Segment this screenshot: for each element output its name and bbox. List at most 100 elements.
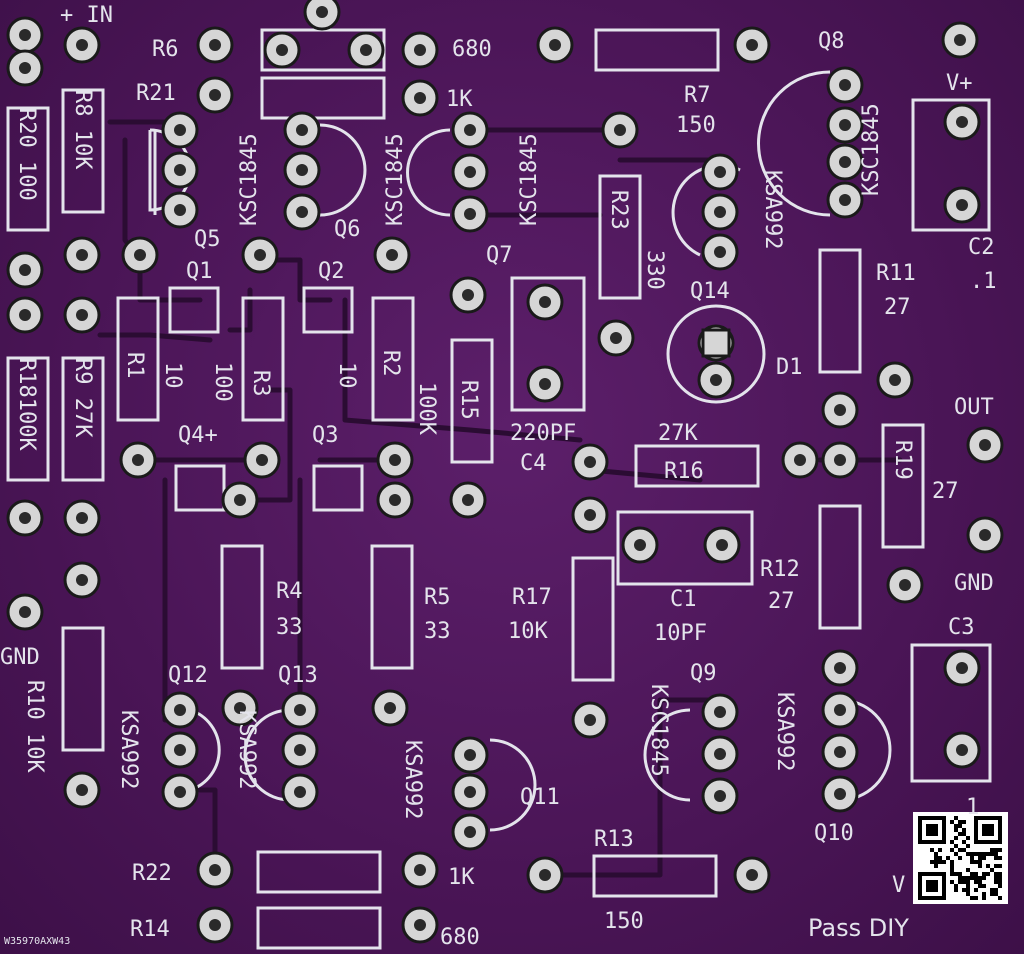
pad-hole <box>174 786 186 798</box>
qr-module <box>962 828 966 832</box>
label-c3-value: 1 <box>966 795 979 820</box>
qr-module <box>954 824 958 828</box>
pad-hole <box>209 39 221 51</box>
qr-module <box>982 896 986 900</box>
pad-hole <box>714 166 726 178</box>
qr-module <box>982 892 986 896</box>
pad-hole <box>956 116 968 128</box>
qr-module <box>998 856 1002 860</box>
label-vplus: V+ <box>946 71 973 96</box>
label-q11-type: KSA992 <box>400 740 425 819</box>
pad-hole <box>462 494 474 506</box>
label-r8: R8 10K <box>70 90 95 170</box>
qr-finder <box>926 880 938 892</box>
pad-hole <box>296 206 308 218</box>
label-c4-value: 220PF <box>510 421 576 446</box>
label-r19-value: 27 <box>932 479 959 504</box>
qr-module <box>942 860 946 864</box>
qr-module <box>954 888 958 892</box>
pad-hole <box>414 919 426 931</box>
label-q2: Q2 <box>318 259 345 284</box>
qr-module <box>998 848 1002 852</box>
pad-hole <box>954 34 966 46</box>
label-r5: R5 <box>424 585 451 610</box>
qr-module <box>950 860 954 864</box>
pad-hole <box>464 208 476 220</box>
pad-hole <box>19 264 31 276</box>
qr-module <box>954 828 958 832</box>
label-r11-value: 27 <box>884 295 911 320</box>
qr-module <box>938 856 942 860</box>
pad-hole <box>209 919 221 931</box>
pad-hole <box>19 512 31 524</box>
qr-module <box>954 844 958 848</box>
qr-module <box>974 876 978 880</box>
pad-hole <box>464 749 476 761</box>
qr-module <box>966 880 970 884</box>
pad-hole <box>209 864 221 876</box>
qr-module <box>966 836 970 840</box>
qr-module <box>954 852 958 856</box>
qr-module <box>966 868 970 872</box>
label-r3: R3 <box>248 370 273 397</box>
label-c2: C2 <box>968 235 995 260</box>
qr-module <box>974 888 978 892</box>
label-board-code: W35970AXW43 <box>4 936 70 947</box>
pad-hole <box>296 164 308 176</box>
qr-module <box>966 884 970 888</box>
qr-module <box>994 848 998 852</box>
qr-module <box>986 872 990 876</box>
qr-module <box>974 852 978 856</box>
qr-module <box>958 820 962 824</box>
pad-hole <box>76 39 88 51</box>
qr-module <box>998 872 1002 876</box>
qr-module <box>962 840 966 844</box>
pad-hole <box>614 124 626 136</box>
pad-hole <box>294 744 306 756</box>
qr-module <box>962 832 966 836</box>
qr-module <box>938 848 942 852</box>
copper-traces <box>97 119 903 878</box>
qr-module <box>950 840 954 844</box>
label-r3-value: 100 <box>210 362 235 402</box>
qr-module <box>994 864 998 868</box>
qr-module <box>958 824 962 828</box>
pad-hole <box>839 194 851 206</box>
label-r21: R21 <box>136 81 176 106</box>
qr-module <box>990 852 994 856</box>
qr-module <box>998 864 1002 868</box>
label-r2: R2 <box>378 350 403 377</box>
label-q3: Q3 <box>312 423 339 448</box>
label-r6-value: 680 <box>452 37 492 62</box>
pad-hole <box>386 249 398 261</box>
label-q11: Q11 <box>520 785 560 810</box>
qr-module <box>970 872 974 876</box>
pad-hole <box>539 869 551 881</box>
label-d1: D1 <box>776 355 803 380</box>
label-r9: R9 27K <box>70 358 95 438</box>
label-r18: R18100K <box>14 358 39 451</box>
qr-module <box>974 880 978 884</box>
qr-module <box>978 884 982 888</box>
pad-hole <box>839 119 851 131</box>
pad-hole <box>834 704 846 716</box>
qr-module <box>958 872 962 876</box>
qr-module <box>962 880 966 884</box>
pad-hole <box>76 309 88 321</box>
label-c1-value: 10PF <box>654 621 707 646</box>
pad-hole <box>256 454 268 466</box>
qr-module <box>998 880 1002 884</box>
pad-hole <box>716 539 728 551</box>
qr-module <box>974 896 978 900</box>
label-q9: Q9 <box>690 661 717 686</box>
qr-module <box>994 872 998 876</box>
qr-module <box>938 860 942 864</box>
pad-hole <box>76 512 88 524</box>
label-r23-value: 330 <box>642 250 667 290</box>
pad-hole <box>584 456 596 468</box>
qr-module <box>970 876 974 880</box>
pad-hole <box>294 704 306 716</box>
label-q13-type: KSA992 <box>234 710 259 789</box>
label-r6: R6 <box>152 37 179 62</box>
pad-hole <box>19 29 31 41</box>
